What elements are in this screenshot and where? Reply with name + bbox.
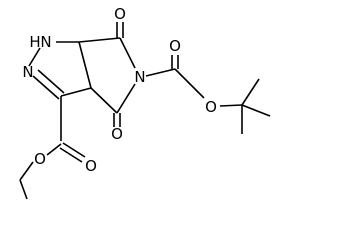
bond-cester-o-double-a	[62, 142, 86, 158]
atom-label-o-boc-carbonyl: O	[169, 37, 181, 55]
bond-c3-c3a	[60, 87, 92, 97]
atom-label-n-imide: N	[134, 68, 145, 86]
bond-n-c3-double-a	[32, 75, 60, 100]
atom-label-h: H	[29, 33, 40, 51]
atom-label-nh: N	[40, 33, 51, 51]
bond-ctbu-me1	[241, 78, 260, 106]
bond-cester-oethyl	[46, 143, 62, 156]
atom-label-o-top: O	[114, 5, 126, 23]
bond-cester-o-double-b	[59, 147, 83, 163]
bond-ctbu-me2	[241, 104, 271, 117]
atom-label-o-ethyl-ester: O	[34, 150, 46, 168]
bonds	[19, 22, 271, 200]
molecule-structure: H N N O N O O O O O	[19, 5, 271, 200]
bond-c4-c3a	[90, 87, 118, 114]
atom-label-o-ethyl-carbonyl: O	[85, 157, 97, 175]
atom-label-o-mid: O	[111, 125, 123, 143]
bond-ch2-ch3	[19, 179, 28, 200]
atom-label-o-boc-ester: O	[205, 98, 217, 116]
bond-cboc-oester	[174, 68, 205, 99]
atom-labels: H N N O N O O O O O	[22, 5, 217, 175]
bond-nimide-c4	[116, 83, 136, 114]
bond-c6-nimide	[119, 37, 136, 69]
bond-nimide-cboc	[145, 68, 176, 77]
bond-oethyl-ch2	[19, 161, 34, 181]
bond-c6a-c6	[78, 37, 121, 43]
bond-n-c3-double-b	[37, 69, 65, 94]
bond-c3a-c6a	[78, 41, 92, 89]
bond-nh-n	[28, 47, 41, 67]
bond-oester-ctbu	[219, 104, 243, 107]
atom-label-n-ring: N	[22, 63, 33, 81]
